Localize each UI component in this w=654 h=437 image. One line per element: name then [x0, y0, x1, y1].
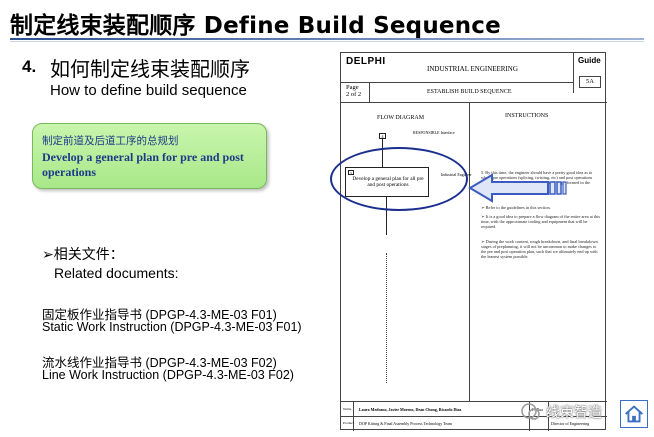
related-docs-label-en: Related documents:: [54, 265, 179, 281]
section-number: 4.: [22, 57, 37, 76]
footer-names: Laura Medrano, Javier Moreno, Dean Chong…: [359, 407, 462, 412]
flow-diagram-heading: FLOW DIAGRAM: [377, 115, 425, 121]
title-underline: [10, 38, 644, 40]
footer-name-label: Name: [343, 407, 352, 411]
page-title: 制定线束装配顺序 Define Build Sequence: [10, 13, 501, 39]
callout-text-en: Develop a general plan for pre and post …: [42, 150, 244, 179]
guide-divider: [341, 82, 573, 83]
watermark-text: 线束智造: [546, 405, 602, 421]
guide-label: Guide: [578, 56, 601, 65]
related-doc-2-en: Line Work Instruction (DPGP-4.3-ME-03 F0…: [42, 368, 294, 382]
guide-divider: [573, 53, 574, 93]
footer-right-title: Director of Engineering: [551, 421, 590, 426]
guide-footer-divider: [353, 401, 354, 431]
home-icon[interactable]: [620, 400, 648, 428]
title-underline-secondary: [10, 41, 644, 42]
guide-page-label: Page: [346, 84, 359, 91]
footer-product-label: Product: [343, 421, 354, 425]
flow-step-4-box: 4: [379, 133, 386, 139]
footer-product: DOP Kitting & Final Assembly Process Tec…: [359, 421, 453, 426]
related-doc-1-cn: 固定板作业指导书 (DPGP-4.3-ME-03 F01): [42, 308, 277, 322]
callout-box: 制定前道及后道工序的总规划 Develop a general plan for…: [32, 123, 267, 189]
guide-number: 5A: [579, 76, 601, 88]
guide-department: INDUSTRIAL ENGINEERING: [427, 65, 518, 73]
instructions-heading: INSTRUCTIONS: [505, 113, 549, 119]
highlight-ellipse: [330, 147, 468, 211]
pointer-arrow-icon: [468, 173, 567, 203]
related-doc-2-cn: 流水线作业指导书 (DPGP-4.3-ME-03 F02): [42, 356, 277, 370]
callout-text-cn: 制定前道及后道工序的总规划: [42, 135, 179, 147]
guide-footer-divider: [341, 401, 607, 402]
guide-document: DELPHI INDUSTRIAL ENGINEERING Guide 5A P…: [340, 52, 607, 431]
guide-divider: [369, 82, 370, 102]
guide-footer-divider: [341, 416, 607, 417]
guide-divider: [341, 102, 607, 103]
wechat-icon: [521, 403, 540, 420]
related-docs-label-cn: ➢相关文件：: [42, 247, 124, 263]
guide-doc-title: ESTABLISH BUILD SEQUENCE: [427, 89, 512, 95]
instruction-paragraph: ➢ During the work content, rough breakdo…: [481, 239, 598, 260]
guide-page: Page 2 of 2: [346, 84, 361, 98]
section-title-cn: 如何制定线束装配顺序: [50, 57, 250, 81]
related-doc-1-en: Static Work Instruction (DPGP-4.3-ME-03 …: [42, 320, 302, 334]
section-title-en: How to define build sequence: [50, 82, 247, 99]
watermark: 线束智造: [520, 396, 654, 428]
instruction-paragraph: ➢ It is a good idea to prepare a flow di…: [481, 214, 601, 230]
flow-connector-dotted: [386, 253, 387, 383]
instruction-paragraph: ➢ Refer to the guidelines in this sectio…: [481, 205, 551, 210]
guide-page-count: 2 of 2: [346, 91, 362, 98]
flow-connector: [386, 197, 387, 235]
delphi-logo: DELPHI: [346, 56, 386, 67]
responsible-label: RESPONSIBLE Interface: [413, 130, 455, 135]
guide-column-divider: [469, 102, 470, 401]
guide-footer-divider: [548, 401, 549, 431]
